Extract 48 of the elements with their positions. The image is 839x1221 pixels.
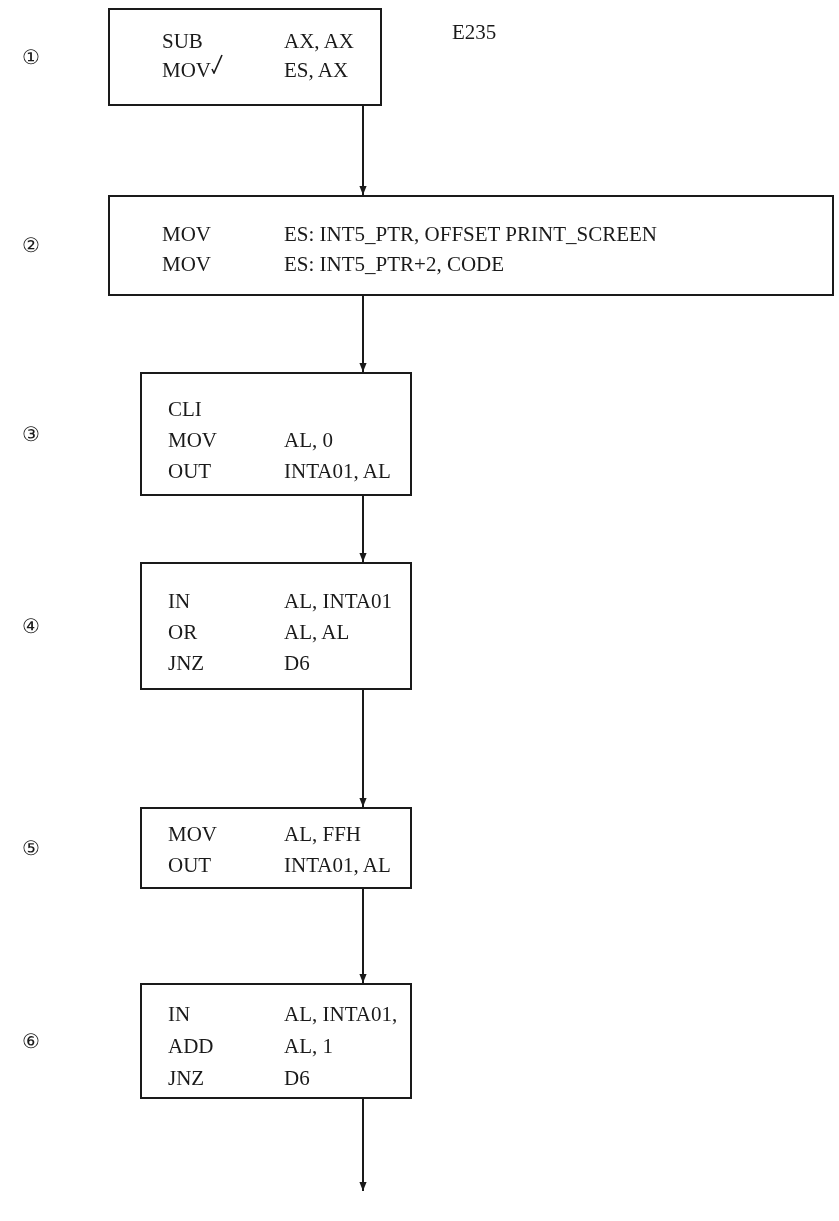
operand-text: AX, AX — [284, 28, 354, 54]
reference-label: E235 — [452, 20, 497, 44]
step-number: ④ — [22, 614, 40, 638]
process-box — [108, 195, 834, 296]
mnemonic-text: MOV — [162, 57, 211, 83]
mnemonic-text: MOV — [168, 821, 217, 847]
mnemonic-text: CLI — [168, 396, 202, 422]
operand-text: ES: INT5_PTR, OFFSET PRINT_SCREEN — [284, 221, 657, 247]
operand-text: INTA01, AL — [284, 852, 391, 878]
process-box — [140, 983, 412, 1099]
process-box — [140, 562, 412, 690]
operand-text: AL, FFH — [284, 821, 362, 847]
operand-text: D6 — [284, 1065, 310, 1091]
mnemonic-text: MOV — [162, 221, 211, 247]
operand-text: AL, 0 — [284, 427, 333, 453]
process-box — [140, 807, 412, 889]
mnemonic-text: MOV — [162, 251, 211, 277]
arrow — [359, 495, 367, 563]
mnemonic-text: IN — [168, 588, 191, 614]
mnemonic-text: ADD — [168, 1033, 214, 1059]
process-box — [140, 372, 412, 496]
mnemonic-text: MOV — [168, 427, 217, 453]
step-number: ⑥ — [22, 1029, 40, 1053]
mnemonic-text: JNZ — [168, 650, 205, 676]
operand-text: ES, AX — [284, 57, 349, 83]
operand-text: ES: INT5_PTR+2, CODE — [284, 251, 505, 277]
operand-text: AL, 1 — [284, 1033, 333, 1059]
mnemonic-text: IN — [168, 1001, 191, 1027]
operand-text: D6 — [284, 650, 310, 676]
mnemonic-text: OUT — [168, 852, 212, 878]
operand-text: AL, AL — [284, 619, 350, 645]
mnemonic-text: OUT — [168, 458, 212, 484]
step-number: ③ — [22, 422, 40, 446]
arrow — [359, 295, 367, 373]
step-number: ⑤ — [22, 836, 40, 860]
arrow — [359, 888, 367, 984]
process-box — [108, 8, 382, 106]
mnemonic-text: OR — [168, 619, 198, 645]
operand-text: AL, INTA01 — [284, 588, 392, 614]
arrow — [359, 105, 367, 196]
operand-text: AL, INTA01, — [284, 1001, 398, 1027]
mnemonic-text: JNZ — [168, 1065, 205, 1091]
arrow — [359, 1098, 367, 1192]
step-number: ① — [22, 45, 40, 69]
step-number: ② — [22, 233, 40, 257]
operand-text: INTA01, AL — [284, 458, 391, 484]
mnemonic-text: SUB — [162, 28, 203, 54]
arrow — [359, 689, 367, 808]
